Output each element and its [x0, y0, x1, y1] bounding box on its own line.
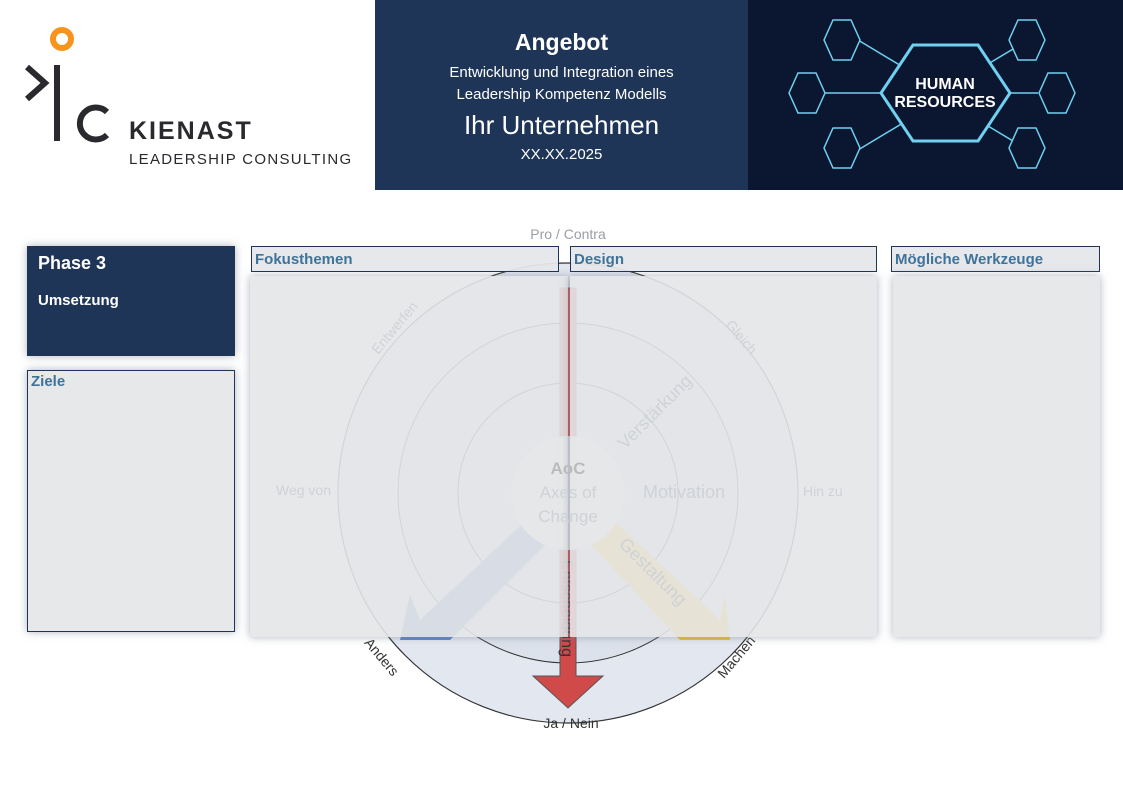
brand-name: KIENAST	[129, 117, 253, 145]
human-resources-image: HUMAN RESOURCES	[748, 0, 1123, 190]
label-pro-contra: Pro / Contra	[530, 226, 606, 242]
design-body	[570, 276, 877, 637]
hr-text-2: RESOURCES	[894, 94, 996, 111]
header-line2: Leadership Kompetenz Modells	[456, 86, 667, 103]
center-axes: Axes of	[540, 483, 597, 502]
ziele-box: Ziele	[27, 370, 235, 632]
center-change: Change	[538, 507, 598, 526]
header-line1: Entwicklung und Integration eines	[449, 64, 674, 81]
label-gestaltung: Gestaltung	[615, 534, 691, 610]
pro-contra-label-layer: Pro / Contra	[530, 226, 606, 242]
label-entwerfen: Entwerfen	[368, 298, 421, 357]
label-gleich: Gleich	[723, 317, 761, 358]
label-motivation: Motivation	[643, 482, 725, 502]
fokusthemen-body	[250, 276, 568, 637]
phase-subtitle: Umsetzung	[38, 292, 119, 309]
kienast-logo	[25, 27, 110, 143]
header-band: Angebot Entwicklung und Integration eine…	[375, 0, 748, 190]
center-aoc: AoC	[551, 459, 586, 478]
header-company: Ihr Unternehmen	[463, 110, 660, 140]
label-verstaerkung: Verstärkung	[614, 371, 696, 453]
header-date: XX.XX.2025	[520, 146, 603, 163]
hr-text-1: HUMAN	[915, 76, 975, 93]
design-header: Design	[570, 246, 877, 272]
label-weg-von: Weg von	[276, 482, 331, 498]
fokusthemen-header: Fokusthemen	[251, 246, 559, 272]
werkzeuge-header: Mögliche Werkzeuge	[891, 246, 1100, 272]
phase-title: Phase 3	[38, 253, 107, 273]
header-title: Angebot	[514, 29, 609, 55]
label-ja-nein: Ja / Nein	[543, 715, 598, 731]
brand-subtitle: LEADERSHIP CONSULTING	[129, 151, 353, 168]
label-hin-zu: Hin zu	[803, 483, 843, 499]
phase-box: Phase 3 Umsetzung	[27, 246, 235, 356]
werkzeuge-body	[893, 276, 1100, 637]
ziele-header: Ziele	[31, 373, 66, 390]
